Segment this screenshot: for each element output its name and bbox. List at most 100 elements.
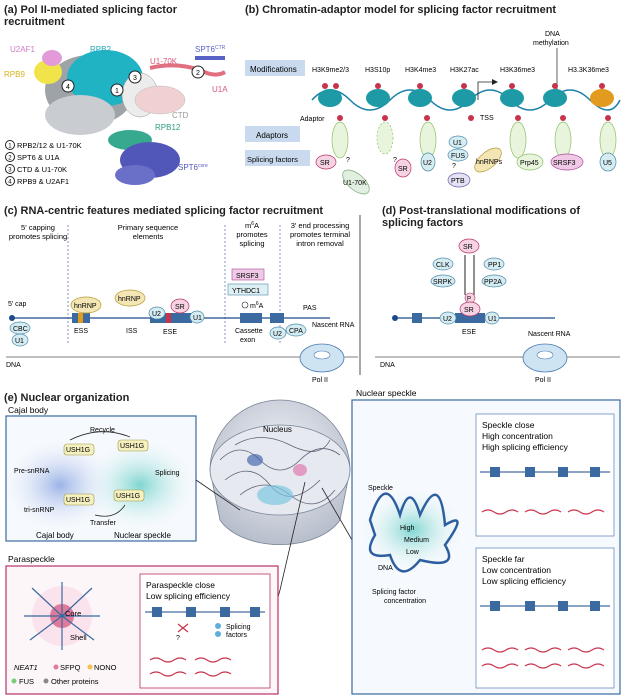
cassette-1: Cassette [235, 328, 263, 335]
hnrnp-1: hnRNP [74, 303, 97, 310]
end-1: 3′ end processing [291, 221, 350, 230]
factor-prp45: Prp45 [520, 160, 539, 167]
far-3: Low splicing efficiency [482, 576, 567, 586]
close-2: High concentration [482, 431, 553, 441]
cap-1: 5′ capping [21, 223, 55, 232]
ush-4: USH1G [116, 493, 140, 500]
pol2-structure [34, 50, 227, 185]
paraspeckle-close-box [139, 573, 271, 689]
cbc: CBC [13, 326, 28, 333]
conc-1: Splicing factor [372, 589, 417, 596]
close-3: High splicing efficiency [482, 442, 569, 452]
factor-u2: U2 [423, 160, 432, 167]
rpb9-label: RPB9 [4, 70, 25, 79]
panel-b-title: (b) Chromatin-adaptor model for splicing… [245, 4, 557, 16]
u1-c: U1 [15, 338, 24, 345]
factor-ptb: PTB [451, 178, 465, 185]
ese-c: ESE [163, 329, 177, 336]
legend-2: SPT6 & U1A [17, 153, 60, 162]
factor-sr2: SR [398, 166, 408, 173]
mark-h3s10: H3S10p [365, 67, 390, 74]
paraspeckle-legend: NEAT1 SFPQ NONO FUS Other proteins [11, 663, 117, 686]
recycle: Recycle [90, 427, 115, 434]
mark-h3k4: H3K4me3 [405, 67, 436, 74]
rpb12-label: RPB12 [155, 123, 181, 132]
cap5-label: 5′ cap [8, 301, 27, 308]
panel-d: SR CLK SRPK PP1 PP2A P SR U2 U1 ESE Nasc… [375, 238, 620, 384]
ctd-label: CTD [172, 111, 189, 120]
pre-snrna: Pre-snRNA [14, 468, 50, 475]
nucleus: Nucleus [209, 399, 351, 545]
adaptor-shapes [331, 121, 617, 159]
prim-1: Primary sequence [118, 223, 178, 232]
core: Core [65, 609, 81, 618]
panel-c: 5′ capping promotes splicing Primary seq… [6, 215, 361, 384]
hnrnp-2: hnRNP [118, 296, 141, 303]
nascent-c: Nascent RNA [312, 322, 355, 329]
svg-text:4: 4 [66, 84, 70, 91]
panel-c-title: (c) RNA-centric features mediated splici… [4, 205, 324, 217]
ush-1: USH1G [66, 447, 90, 454]
cap-2: promotes splicing [9, 232, 67, 241]
cassette-2: exon [240, 337, 255, 344]
legend-neat1: NEAT1 [14, 663, 38, 672]
legend-1: RPB2/12 & U1-70K [17, 141, 82, 150]
sr-top: SR [463, 244, 473, 251]
ess: ESS [74, 328, 88, 335]
mark-h3k9: H3K9me2/3 [312, 67, 349, 74]
pol2-d-label: Pol II [535, 377, 551, 384]
splicing-factors-label: Splicing factors [247, 155, 298, 164]
tss-label: TSS [480, 115, 494, 122]
nucleosomes [318, 89, 614, 107]
spt6core-label: SPT6core [178, 163, 208, 172]
dna-d: DNA [380, 362, 395, 369]
legend-3: CTD & U1-70K [17, 165, 67, 174]
sf-1: Splicing [226, 624, 251, 631]
q-mark-2: ? [393, 157, 397, 164]
far-1: Speckle far [482, 554, 525, 564]
m6a-mark: m6A [250, 301, 264, 310]
u2af1-label: U2AF1 [10, 45, 35, 54]
panel-b: Modifications Adaptors Splicing factors … [245, 31, 621, 195]
ese-d: ESE [462, 329, 476, 336]
u170k-label: U1-70K [150, 57, 178, 66]
modifications-label: Modifications [250, 65, 297, 74]
panel-e-title: (e) Nuclear organization [4, 392, 130, 404]
svg-text:2: 2 [8, 156, 12, 162]
end-2: promotes terminal [290, 230, 350, 239]
legend-fus: FUS [19, 677, 34, 686]
iss: ISS [126, 328, 138, 335]
u2-c: U2 [152, 311, 161, 318]
mark-h3k27: H3K27ac [450, 67, 479, 74]
para-q: ? [176, 635, 180, 642]
u1-d: U1 [488, 316, 497, 323]
ush-3: USH1G [66, 497, 90, 504]
dna-e: DNA [378, 565, 393, 572]
legend-4: RPB9 & U2AF1 [17, 177, 69, 186]
paraspeckle-title: Paraspeckle [8, 554, 55, 564]
legend-nono: NONO [94, 663, 117, 672]
medium: Medium [404, 537, 429, 544]
dna-methylation-2: methylation [533, 40, 569, 47]
u1a-label: U1A [212, 85, 228, 94]
nucleus-label: Nucleus [263, 425, 292, 434]
u1b-c: U1 [193, 315, 202, 322]
sr-c: SR [175, 304, 185, 311]
panel-a-labels: U2AF1 RPB2 RPB9 U1-70K SPT6CTR U1A CTD R… [4, 45, 228, 172]
splicing-e: Splicing [155, 470, 180, 477]
pp2a: PP2A [484, 279, 502, 286]
speckle-label: Speckle [368, 485, 393, 492]
u2b-c: U2 [273, 331, 282, 338]
para-box-1: Paraspeckle close [146, 580, 215, 590]
adaptors-label: Adaptors [256, 131, 288, 140]
tri-snrnp: tri-snRNP [24, 507, 55, 514]
q-mark-1: ? [346, 157, 350, 164]
para-box-2: Low splicing efficiency [146, 591, 231, 601]
adaptor-label: Adaptor [300, 116, 325, 123]
modifications-box [245, 60, 305, 76]
factor-sr: SR [320, 160, 330, 167]
dna-c: DNA [6, 362, 21, 369]
nascent-d: Nascent RNA [528, 331, 571, 338]
